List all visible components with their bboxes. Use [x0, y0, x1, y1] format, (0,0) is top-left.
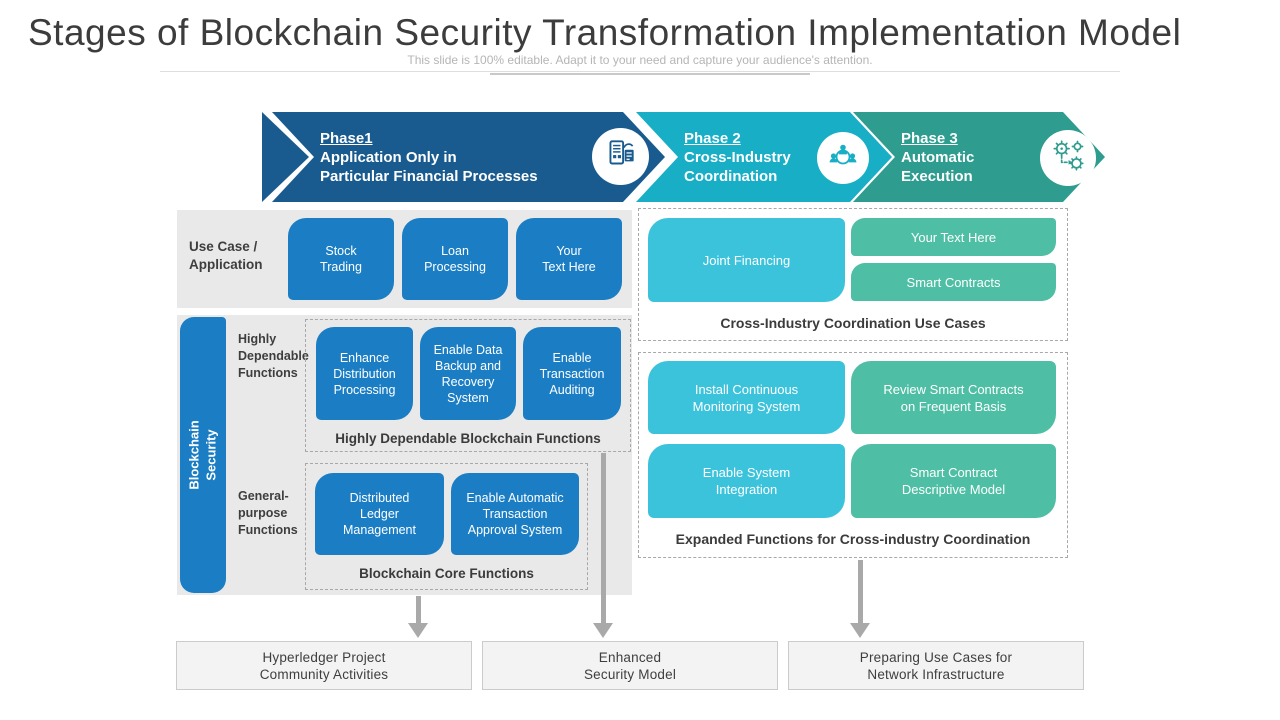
- gears-icon: [1049, 137, 1087, 180]
- function-box-enhance-distribution: Enhance Distribution Processing: [316, 327, 413, 420]
- phase-1-desc-line-2: Particular Financial Processes: [320, 167, 538, 185]
- phase-2-title: Phase 2: [684, 129, 741, 147]
- phase-3-desc-line-2: Execution: [901, 167, 973, 185]
- box-review-smart-contracts: Review Smart Contracts on Frequent Basis: [851, 361, 1056, 434]
- use-case-label-line-2: Application: [189, 257, 263, 272]
- cross-industry-caption: Cross-Industry Coordination Use Cases: [720, 315, 986, 331]
- use-case-label: Use Case / Application: [189, 238, 263, 274]
- cross-industry-use-cases-group: [638, 208, 1068, 341]
- general-purpose-label: General- purpose Functions: [238, 489, 298, 537]
- phase-3-title: Phase 3: [901, 129, 958, 147]
- blockchain-security-bar: Blockchain Security: [180, 317, 226, 593]
- use-case-box-your-text-here: Your Text Here: [516, 218, 622, 300]
- function-box-transaction-auditing: Enable Transaction Auditing: [523, 327, 621, 420]
- connector-arrow-3-shaft: [858, 560, 863, 624]
- header-divider: [160, 71, 1120, 72]
- team-icon: [825, 138, 861, 179]
- outcome-box-enhanced-security: Enhanced Security Model: [482, 641, 778, 690]
- phase-1-title: Phase1: [320, 129, 373, 147]
- use-case-label-line-1: Use Case /: [189, 239, 258, 254]
- invoice-icon: [602, 135, 640, 178]
- box-descriptive-model: Smart Contract Descriptive Model: [851, 444, 1056, 518]
- function-box-automatic-approval: Enable Automatic Transaction Approval Sy…: [451, 473, 579, 555]
- use-case-box-stock-trading: Stock Trading: [288, 218, 394, 300]
- highly-dependable-group: [305, 319, 631, 452]
- phase-1-icon-circle: [592, 128, 649, 185]
- header-divider-short: [490, 73, 810, 75]
- connector-arrow-2-head: [593, 623, 613, 638]
- blockchain-core-group: [305, 463, 588, 590]
- expanded-functions-group: [638, 352, 1068, 558]
- highly-dependable-label: Highly Dependable Functions: [238, 332, 309, 380]
- connector-arrow-3-head: [850, 623, 870, 638]
- box-system-integration: Enable System Integration: [648, 444, 845, 518]
- box-smart-contracts: Smart Contracts: [851, 263, 1056, 301]
- phase-2-icon-circle: [817, 132, 869, 184]
- phase-2-desc-line-2: Coordination: [684, 167, 778, 185]
- use-case-box-loan-processing: Loan Processing: [402, 218, 508, 300]
- phase-2-desc-line-1: Cross-Industry: [684, 148, 791, 166]
- outcome-box-network-infrastructure: Preparing Use Cases for Network Infrastr…: [788, 641, 1084, 690]
- blockchain-core-caption: Blockchain Core Functions: [359, 566, 534, 581]
- highly-dependable-caption: Highly Dependable Blockchain Functions: [335, 431, 601, 446]
- function-box-distributed-ledger: Distributed Ledger Management: [315, 473, 444, 555]
- expanded-functions-caption: Expanded Functions for Cross-industry Co…: [675, 531, 1031, 547]
- page-title: Stages of Blockchain Security Transforma…: [28, 12, 1182, 53]
- outcome-box-hyperledger: Hyperledger Project Community Activities: [176, 641, 472, 690]
- box-install-monitoring: Install Continuous Monitoring System: [648, 361, 845, 434]
- function-box-data-backup: Enable Data Backup and Recovery System: [420, 327, 516, 420]
- page-subtitle: This slide is 100% editable. Adapt it to…: [407, 53, 873, 67]
- connector-arrow-1-head: [408, 623, 428, 638]
- phase-1-desc-line-1: Application Only in: [320, 148, 457, 166]
- phase-3-desc-line-1: Automatic: [901, 148, 975, 166]
- box-joint-financing: Joint Financing: [648, 218, 845, 302]
- blockchain-security-bar-label: Blockchain Security: [187, 420, 220, 490]
- phase-3-icon-circle: [1040, 130, 1096, 186]
- box-your-text-here: Your Text Here: [851, 218, 1056, 256]
- connector-arrow-1-shaft: [416, 596, 421, 624]
- connector-arrow-2-shaft: [601, 453, 606, 624]
